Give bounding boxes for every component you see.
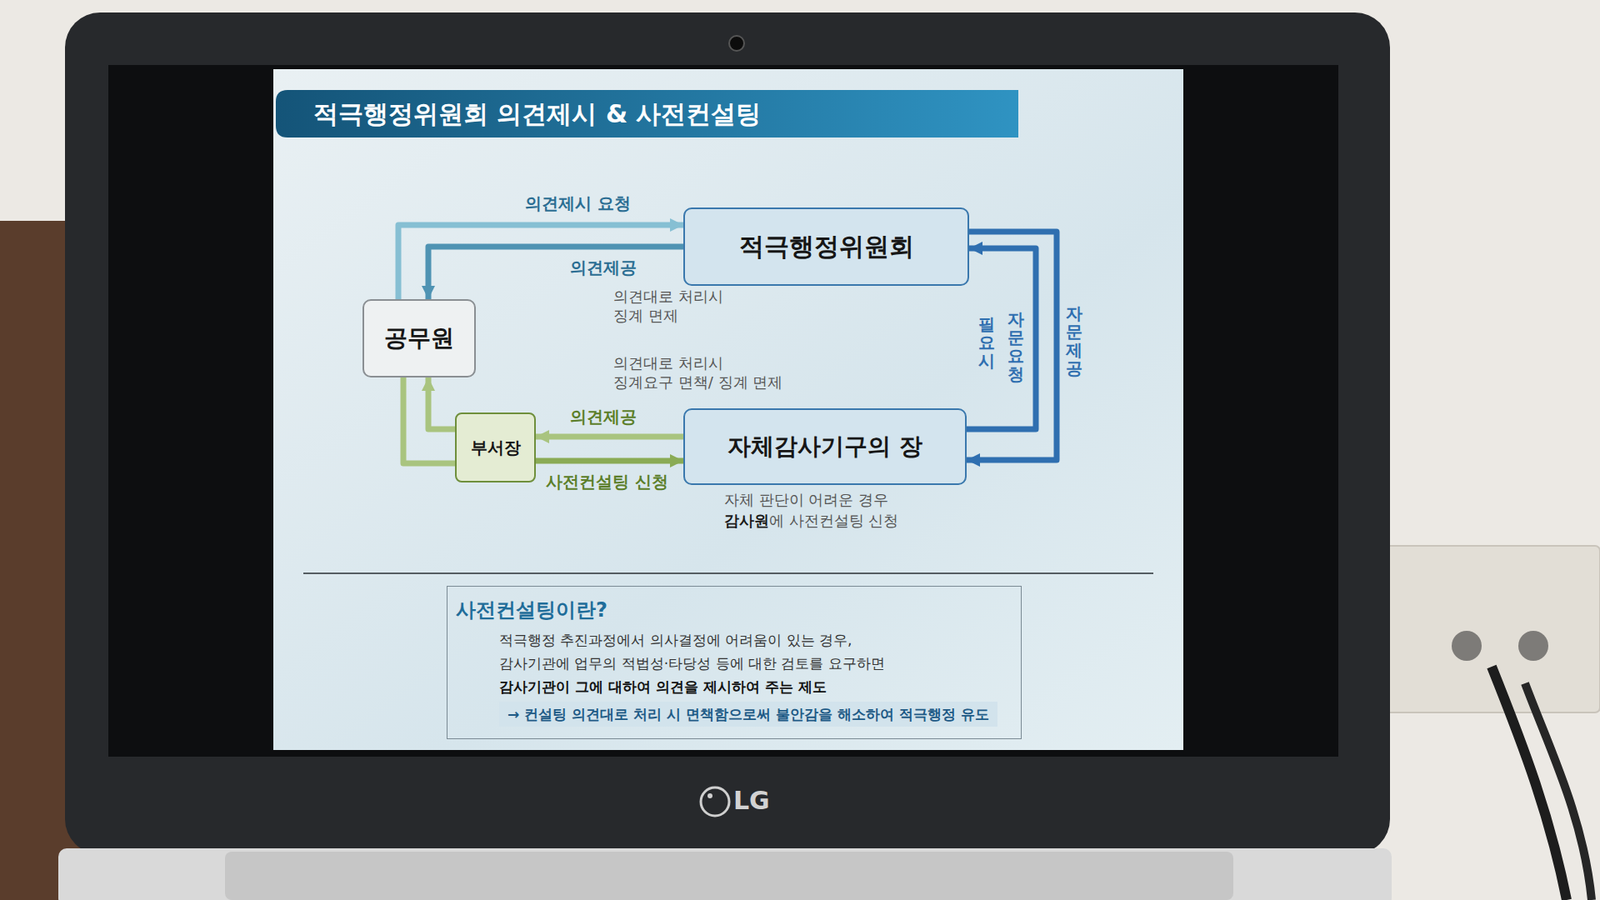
edge-label: 사전컨설팅 신청 [545,470,669,494]
node-label: 공무원 [384,322,455,355]
audit-head-box: 자체감사기구의 장 [683,408,967,485]
connector-arrow [535,458,684,465]
screen [108,65,1339,757]
connector-arrow [966,248,1036,430]
edge-label: 자문제공 [1065,304,1083,378]
edge-label: 의견제시 요청 [525,192,631,215]
webcam [729,35,745,51]
note-text: 자체 판단이 어려운 경우 [724,490,889,510]
committee-box: 적극행정위원회 [683,207,970,286]
logo-circle [700,787,730,816]
connector-arrow [535,434,684,440]
laptop-bezel [65,12,1390,855]
wall-plate [1375,545,1600,713]
edge-label: 의견제공 [570,256,637,280]
wall-socket [1451,630,1482,661]
connector-arrow [403,377,455,464]
condition-label: 필요시 [978,315,995,370]
note-text: 에 사전컨설팅 신청 [769,510,899,530]
manager-box: 부서장 [455,412,536,483]
connector-arrow [428,377,455,430]
slide-title: 적극행정위원회 의견제시 & 사전컨설팅 [313,97,762,132]
note-row: 감사원에 사전컨설팅 신청 [724,510,899,530]
definition-heading: 사전컨설팅이란? [455,596,608,624]
note-emphasis: 감사원 [724,510,770,530]
wall-socket [1518,630,1549,661]
cable [1525,683,1592,900]
note-text: 의견대로 처리시 징계 면제 [613,286,724,326]
definition-box: 사전컨설팅이란?적극행정 추진과정에서 의사결정에 어려움이 있는 경우,감사기… [446,585,1022,740]
logo-dot [707,793,713,799]
divider-line [303,572,1154,575]
edge-label: 자문요청 [1007,310,1025,384]
edge-label: 의견제공 [570,405,637,429]
definition-text: 적극행정 추진과정에서 의사결정에 어려움이 있는 경우, [499,628,852,652]
node-label: 적극행정위원회 [739,230,915,265]
laptop-base [58,848,1392,900]
title-band [275,90,1019,138]
brand-logo: LG [733,785,770,815]
connector-arrow [966,231,1057,460]
node-label: 부서장 [470,436,521,460]
slide [273,69,1184,750]
official-box: 공무원 [362,299,476,378]
definition-emphasis: 감사기관이 그에 대하여 의견을 제시하여 주는 제도 [499,675,827,699]
definition-text: 감사기관에 업무의 적법성·타당성 등에 대한 검토를 요구하면 [499,651,885,675]
node-label: 자체감사기구의 장 [727,430,923,463]
definition-conclusion: → 컨설팅 의견대로 처리 시 면책함으로써 불안감을 해소하여 적극행정 유도 [499,701,998,727]
laptop-hinge [225,851,1234,900]
note-text: 의견대로 처리시 징계요구 면책/ 징계 면제 [613,353,783,393]
